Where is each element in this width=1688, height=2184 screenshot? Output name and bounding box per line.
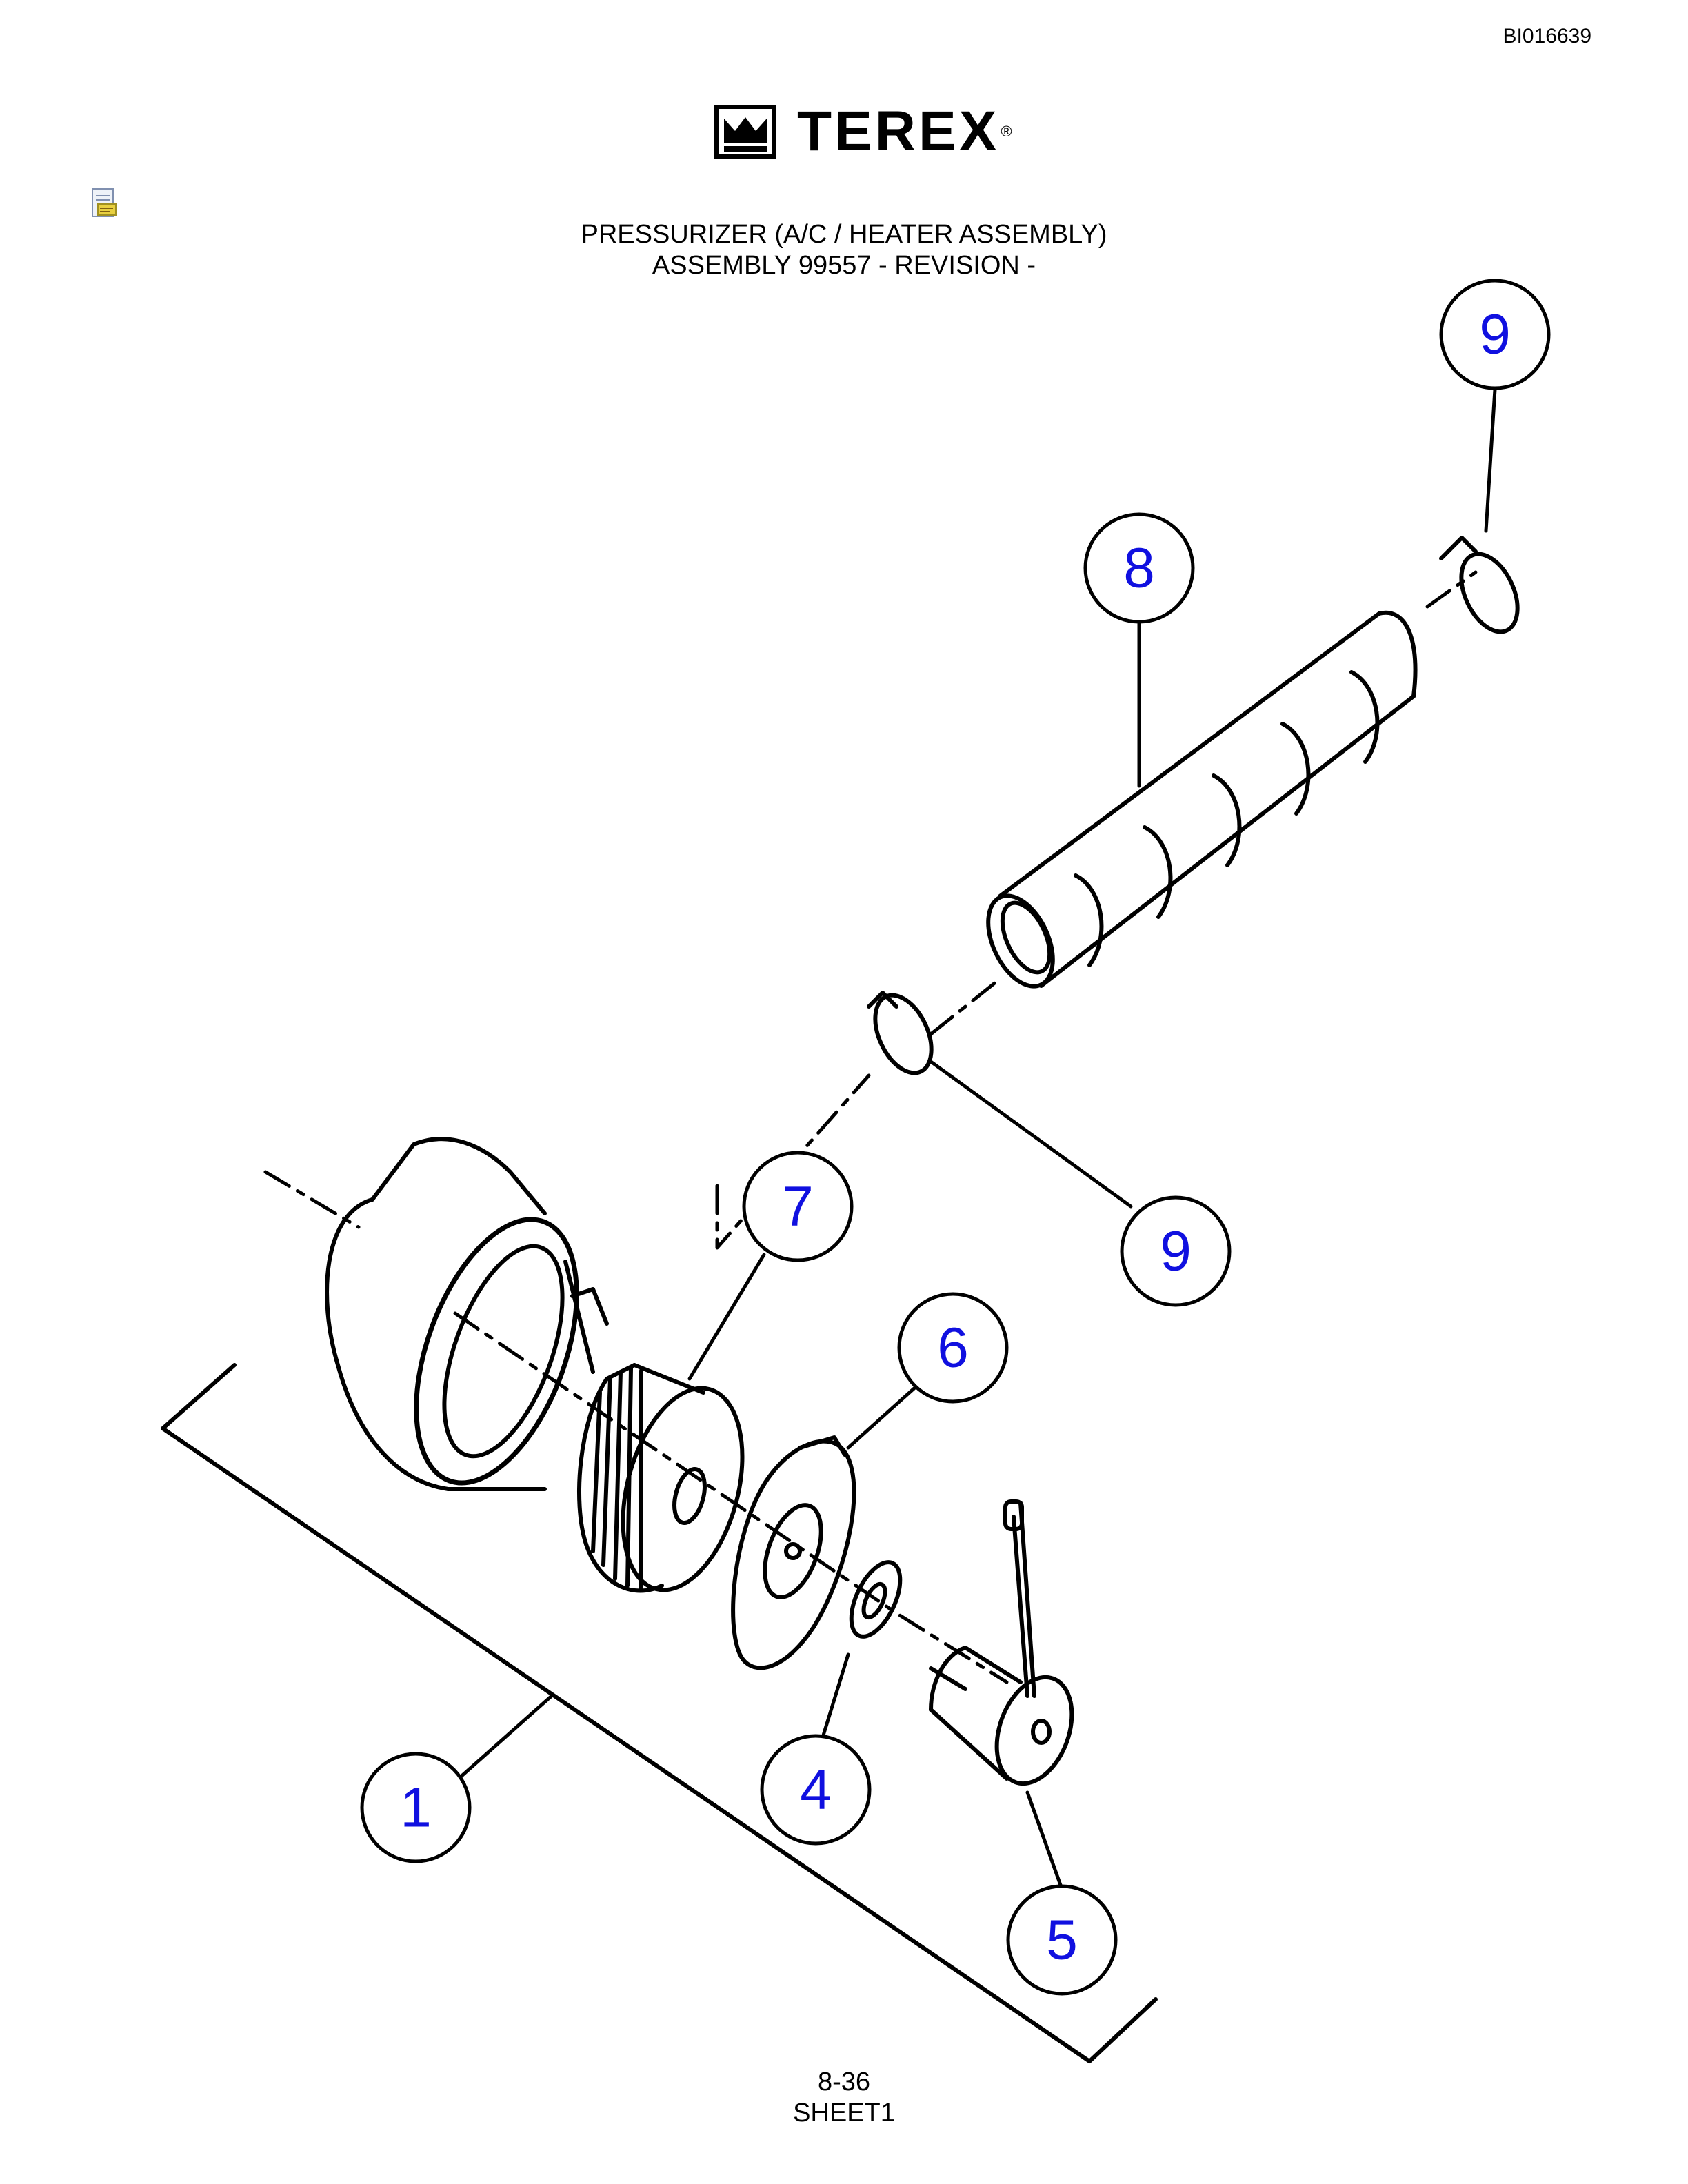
mount-plate: [731, 1435, 856, 1670]
blower-wheel: [577, 1363, 745, 1593]
terex-logo: TEREX®: [714, 103, 1012, 160]
center-axis: [263, 570, 1478, 1684]
page-number: 8-36: [817, 2067, 871, 2096]
callout-label: 7: [782, 1175, 814, 1238]
assembly-bracket: [161, 1363, 1158, 2063]
brand-name: TEREX: [797, 100, 1000, 163]
title-line-1: PRESSURIZER (A/C / HEATER ASSEMBLY): [581, 220, 1107, 249]
document-id: BI016639: [1503, 25, 1591, 48]
callout-5: 5: [1006, 1884, 1118, 1996]
callout-label: 5: [1046, 1909, 1078, 1972]
callout-1: 1: [360, 1752, 472, 1863]
callout-label: 4: [800, 1759, 832, 1821]
flex-hose: [986, 610, 1418, 989]
callout-label: 1: [400, 1777, 432, 1839]
registered-mark: ®: [1001, 123, 1012, 140]
callout-4: 4: [760, 1734, 872, 1846]
hose-clamp-lower: [867, 991, 934, 1075]
document-icon[interactable]: [90, 188, 120, 221]
callout-9-lower: 9: [1120, 1195, 1232, 1307]
callout-9-upper: 9: [1439, 279, 1551, 390]
hose-clamp-upper: [1439, 536, 1520, 634]
callout-label: 8: [1123, 537, 1155, 600]
motor: [929, 1499, 1074, 1786]
callout-6: 6: [897, 1292, 1009, 1404]
terex-crown-icon: [714, 105, 776, 159]
callout-label: 6: [937, 1317, 969, 1379]
washer: [849, 1560, 903, 1639]
callout-label: 9: [1479, 303, 1511, 366]
blower-housing: [325, 1137, 609, 1491]
drawing-title: PRESSURIZER (A/C / HEATER ASSEMBLY) ASSE…: [0, 219, 1688, 281]
leader-lines: [456, 387, 1497, 1891]
callout-label: 9: [1160, 1220, 1192, 1283]
callout-8: 8: [1083, 512, 1195, 624]
title-line-2: ASSEMBLY 99557 - REVISION -: [652, 251, 1036, 280]
sheet-label: SHEET1: [793, 2099, 895, 2127]
callout-7: 7: [742, 1151, 854, 1262]
page-footer: 8-36 SHEET1: [0, 2067, 1688, 2129]
